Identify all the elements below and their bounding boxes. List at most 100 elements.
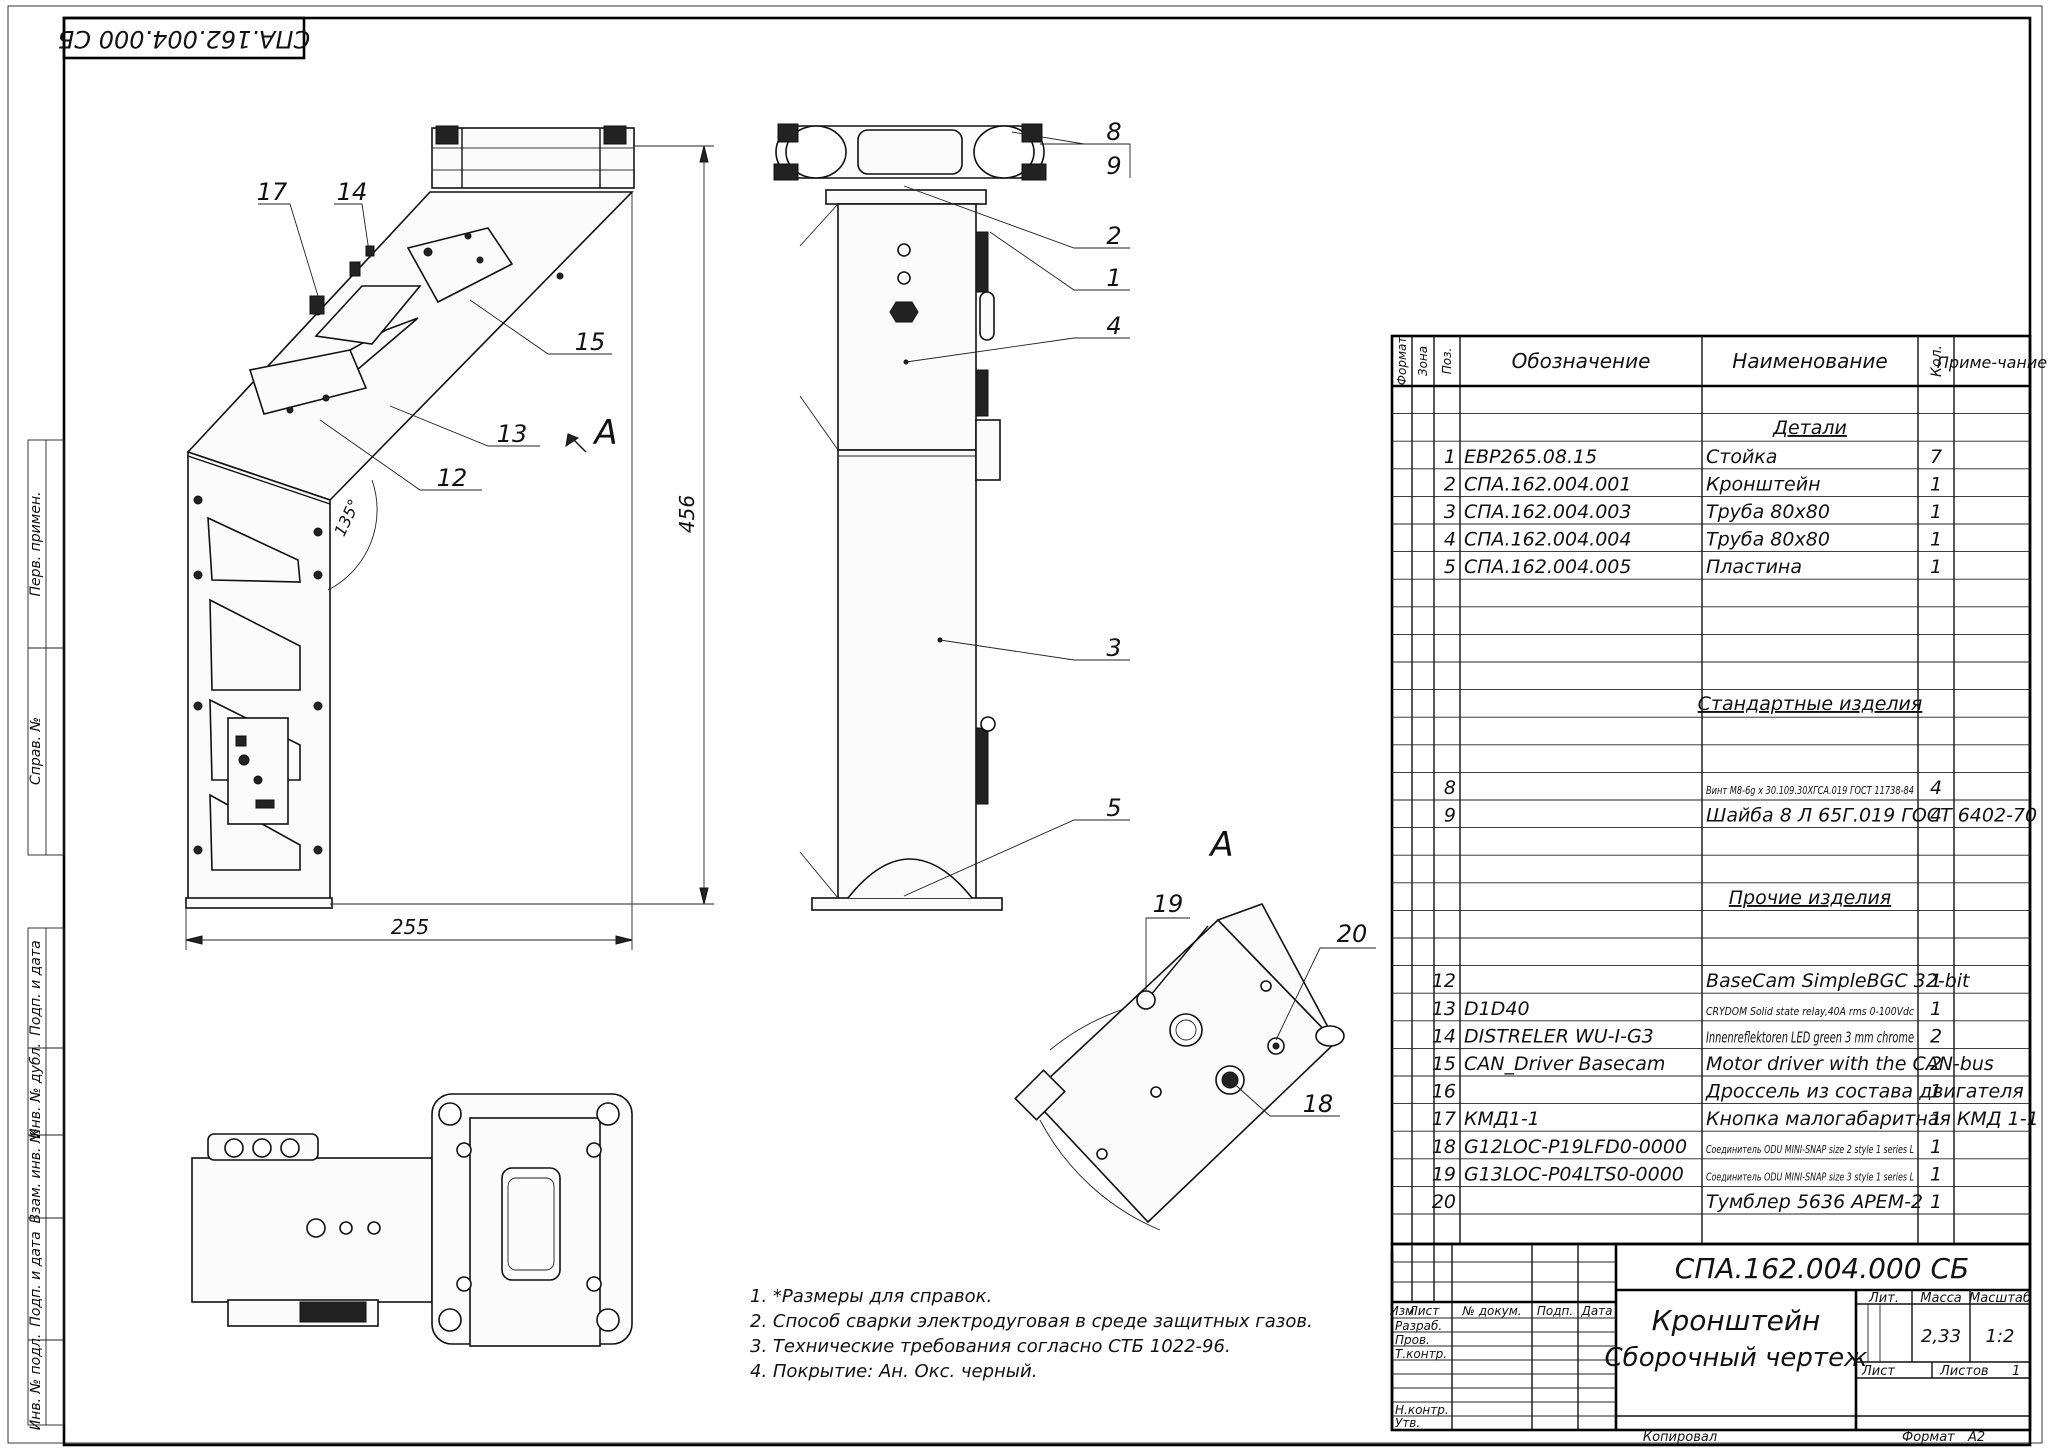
spec-row: 15 CAN_Driver Basecam Motor driver with th… bbox=[1432, 1053, 1994, 1075]
spec-qty: 1 bbox=[1930, 1163, 1942, 1185]
technical-notes: 1. *Размеры для справок. 2. Способ сварк… bbox=[750, 1286, 1313, 1382]
rotated-stamp: СПА.162.004.000 СБ bbox=[58, 16, 310, 60]
spec-pos: 16 bbox=[1432, 1081, 1456, 1103]
callout-18: 18 bbox=[1303, 1090, 1334, 1118]
spec-header-zone: Зона bbox=[1416, 346, 1430, 376]
note-3: 3. Технические требования согласно СТБ 1… bbox=[750, 1336, 1231, 1357]
spec-name: Труба 80х80 bbox=[1706, 501, 1830, 523]
callout-2: 2 bbox=[1106, 222, 1121, 250]
spec-qty: 1 bbox=[1930, 1108, 1942, 1130]
note-4: 4. Покрытие: Ан. Окс. черный. bbox=[750, 1361, 1037, 1382]
format-value: А2 bbox=[1967, 1430, 1985, 1445]
side-label-2: Подп. и дата bbox=[28, 940, 44, 1035]
col-label-izm: Изм bbox=[1390, 1304, 1414, 1318]
spec-pos: 2 bbox=[1444, 473, 1456, 495]
spec-pos: 13 bbox=[1432, 998, 1456, 1020]
spec-name: Соединитель ODU MINI-SNAP size 2 style 1… bbox=[1706, 1143, 1914, 1156]
scale-label: Масштаб bbox=[1969, 1291, 2031, 1306]
spec-qty: 1 bbox=[1930, 501, 1942, 523]
spec-qty: 1 bbox=[1930, 473, 1942, 495]
format-label: Формат bbox=[1902, 1430, 1955, 1445]
spec-pos: 15 bbox=[1432, 1053, 1456, 1075]
spec-name: Innenreflektoren LED green 3 mm chrome bbox=[1706, 1028, 1914, 1046]
callout-9: 9 bbox=[1106, 152, 1121, 180]
sheets-label: Листов bbox=[1939, 1364, 1989, 1379]
callout-4: 4 bbox=[1106, 312, 1121, 340]
spec-pos: 14 bbox=[1432, 1025, 1456, 1047]
section-details: Детали bbox=[1772, 417, 1847, 439]
spec-qty: 7 bbox=[1930, 446, 1942, 468]
spec-designation: DISTRELER WU-I-G3 bbox=[1464, 1025, 1654, 1047]
spec-row: 2 СПА.162.004.001 Кронштейн 1 bbox=[1444, 473, 1942, 495]
note-2: 2. Способ сварки электродуговая в среде … bbox=[750, 1311, 1313, 1332]
side-columns: Перв. примен. Справ. № Подп. и дата Инв.… bbox=[27, 439, 65, 1431]
spec-qty: 4 bbox=[1930, 777, 1942, 799]
spec-designation: CAN_Driver Basecam bbox=[1464, 1053, 1665, 1075]
row-label-nkontr: Н.контр. bbox=[1395, 1403, 1449, 1417]
side-label-3: Инв. № дубл. bbox=[28, 1043, 44, 1139]
side-label-4: Взам. инв. № bbox=[28, 1128, 44, 1223]
mass-value: 2,33 bbox=[1921, 1326, 1961, 1347]
spec-header-format: Формат bbox=[1395, 336, 1409, 386]
callout-5: 5 bbox=[1106, 794, 1121, 822]
svg-text:СПА.162.004.000 СБ: СПА.162.004.000 СБ bbox=[58, 25, 310, 53]
spec-name: Кронштейн bbox=[1706, 473, 1821, 495]
spec-header-pos: Поз. bbox=[1440, 348, 1454, 375]
callout-20: 20 bbox=[1337, 920, 1368, 948]
spec-designation: EBP265.08.15 bbox=[1464, 446, 1597, 468]
spec-name: Соединитель ODU MINI-SNAP size 3 style 1… bbox=[1706, 1170, 1914, 1183]
spec-pos: 5 bbox=[1444, 556, 1456, 578]
row-label-utv: Утв. bbox=[1395, 1416, 1420, 1430]
row-label-tkontr: Т.контр. bbox=[1395, 1347, 1447, 1361]
callout-8: 8 bbox=[1106, 118, 1121, 146]
title-block: СПА.162.004.000 СБ Кронштейн Сборочный ч… bbox=[1390, 1242, 2032, 1432]
spec-pos: 19 bbox=[1432, 1163, 1456, 1185]
spec-name: Кнопка малогабаритная КМД 1-1 bbox=[1706, 1108, 2039, 1130]
spec-pos: 4 bbox=[1444, 529, 1456, 551]
callout-1: 1 bbox=[1106, 264, 1121, 292]
spec-name: Motor driver with the CAN-bus bbox=[1706, 1053, 1994, 1075]
side-label-6: Инв. № подл. bbox=[28, 1334, 44, 1431]
spec-name: Винт М8-6g х 30.109.30ХГСА.019 ГОСТ 1173… bbox=[1706, 784, 1914, 797]
spec-name: Пластина bbox=[1706, 556, 1802, 578]
spec-designation: СПА.162.004.005 bbox=[1464, 556, 1631, 578]
spec-qty: 1 bbox=[1930, 970, 1942, 992]
sheets-value: 1 bbox=[2012, 1364, 2020, 1379]
col-label-doc: № докум. bbox=[1461, 1304, 1521, 1318]
callout-19: 19 bbox=[1153, 890, 1184, 918]
spec-designation: СПА.162.004.001 bbox=[1464, 473, 1631, 495]
side-view: 8 9 2 1 4 3 5 bbox=[773, 118, 1131, 911]
col-label-sign: Подп. bbox=[1537, 1304, 1573, 1318]
col-label-list: Лист bbox=[1408, 1304, 1440, 1318]
spec-pos: 8 bbox=[1444, 777, 1456, 799]
spec-qty: 1 bbox=[1930, 998, 1942, 1020]
spec-row: 8 Винт М8-6g х 30.109.30ХГСА.019 ГОСТ 117… bbox=[1444, 777, 1942, 799]
height-dimension: 456 bbox=[675, 495, 699, 533]
spec-designation: G12LOC-P19LFD0-0000 bbox=[1464, 1136, 1687, 1158]
spec-pos: 12 bbox=[1432, 970, 1456, 992]
spec-pos: 18 bbox=[1432, 1136, 1456, 1158]
title-code: СПА.162.004.000 СБ bbox=[1675, 1252, 1969, 1285]
detail-view-a: A 19 20 18 bbox=[1014, 825, 1376, 1231]
spec-pos: 9 bbox=[1444, 805, 1456, 827]
spec-pos: 3 bbox=[1444, 501, 1456, 523]
callout-3: 3 bbox=[1106, 634, 1121, 662]
spec-designation: СПА.162.004.004 bbox=[1464, 529, 1631, 551]
spec-name: Шайба 8 Л 65Г.019 ГОСТ 6402-70 bbox=[1706, 805, 2037, 827]
top-view bbox=[191, 1093, 633, 1347]
spec-header-designation: Обозначение bbox=[1512, 349, 1651, 373]
spec-pos: 17 bbox=[1432, 1108, 1456, 1130]
spec-header-name: Наименование bbox=[1732, 349, 1887, 373]
col-label-date: Дата bbox=[1580, 1304, 1612, 1318]
spec-qty: 2 bbox=[1930, 1053, 1942, 1075]
spec-name: Тумблер 5636 АРЕМ-2 bbox=[1706, 1191, 1923, 1213]
outer-frame bbox=[7, 5, 2043, 1444]
